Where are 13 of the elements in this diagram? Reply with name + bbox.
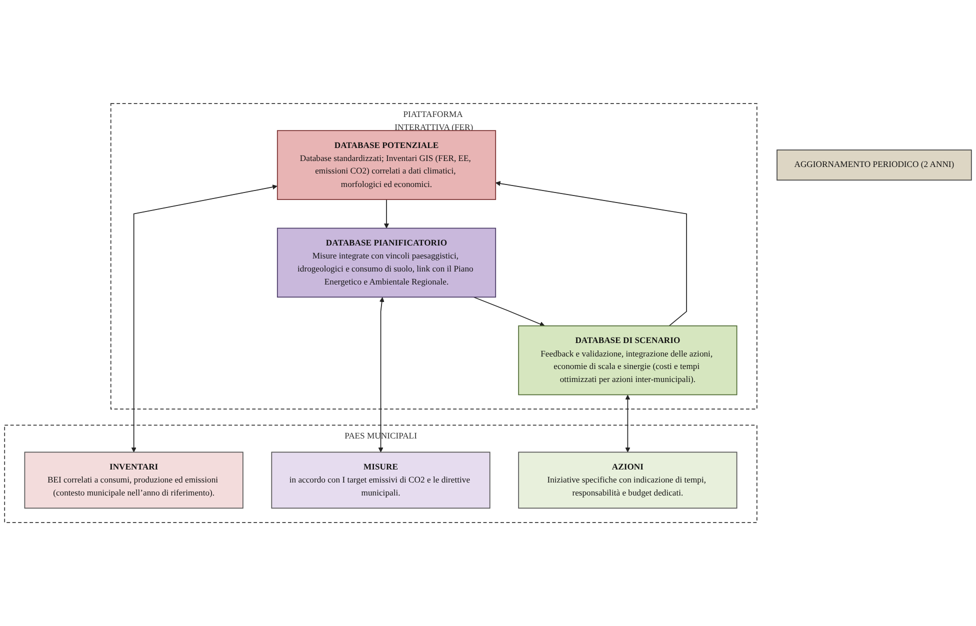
arrow <box>378 297 384 452</box>
node-box: AGGIORNAMENTO PERIODICO (2 ANNI) <box>776 149 972 180</box>
node-box: DATABASE POTENZIALE Database standardizzati; Inventari GIS (FER, EE, emissioni CO2) correlati a dati climatici, morfologici ed economici. <box>276 130 496 200</box>
arrow <box>625 394 630 452</box>
node-box: MISURE in accordo con I target emissivi di CO2 e le direttive municipali. <box>271 452 490 509</box>
arrow <box>384 199 390 228</box>
arrow <box>131 184 278 452</box>
arrow <box>495 180 687 326</box>
node-box: DATABASE DI SCENARIO Feedback e validazione, integrazione delle azioni, economie di scala e sinergie (costi e tempi ottimizzati per azioni inter-municipali). <box>518 325 738 396</box>
node-box: AZIONI Iniziative specifiche con indicazione di tempi, responsabilità e budget dedicati. <box>518 452 738 509</box>
node-box: DATABASE PIANIFICATORIO Misure integrate con vincoli paesaggistici, idrogeologici e consumo di suolo, link con il Piano Energetico e Ambientale Regionale. <box>276 228 496 298</box>
node-box: INVENTARI BEI correlati a consumi, produzione ed emissioni (contesto municipale nell’anno di riferimento). <box>24 452 244 509</box>
arrow <box>473 296 545 326</box>
